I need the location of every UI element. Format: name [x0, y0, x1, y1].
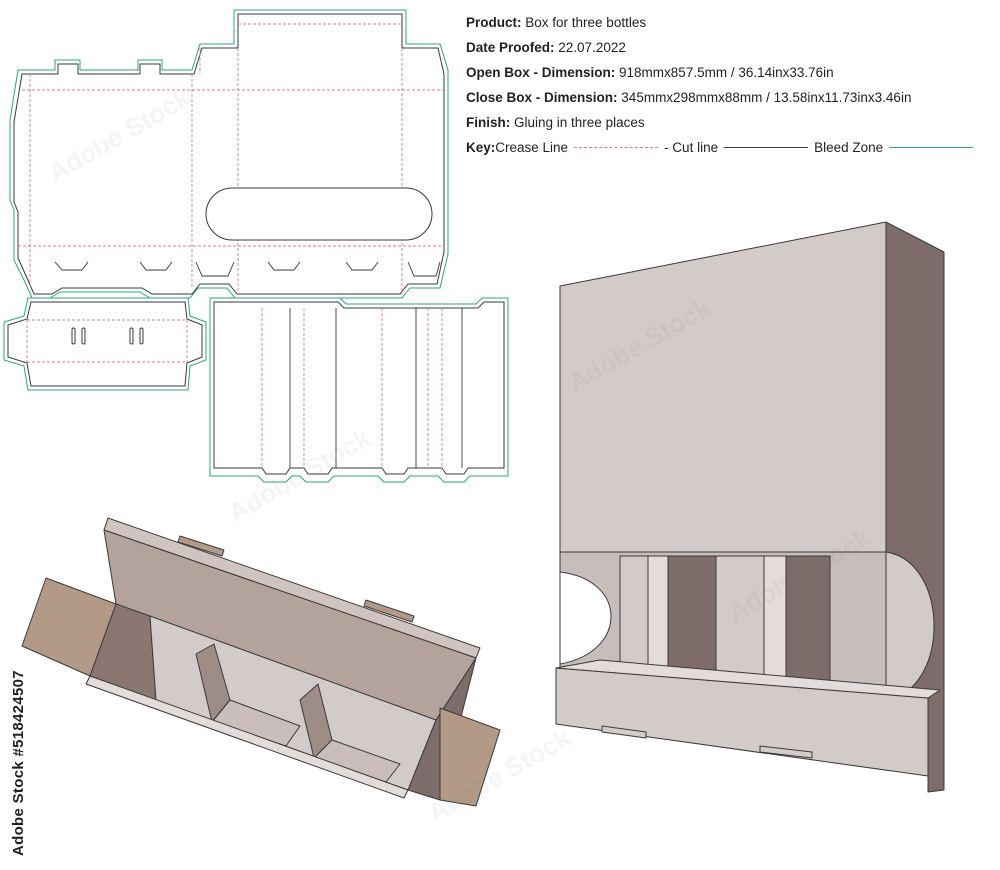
slot-cutouts: [71, 327, 144, 345]
box-base-top: [555, 659, 941, 699]
insert-dieline: [209, 297, 509, 483]
open-dimension-label: Open Box - Dimension:: [466, 65, 616, 80]
finish-value: Gluing in three places: [514, 115, 645, 130]
stock-brand: Adobe Stock: [10, 761, 27, 856]
divider-1-light: [619, 555, 649, 677]
right-outer-flap: [439, 707, 501, 807]
finish-label: Finish:: [466, 115, 511, 130]
insert-cut-outline: [213, 301, 505, 475]
upper-bleed-outline: [9, 9, 449, 299]
close-dimension-row: Close Box - Dimension: 345mmx298mmx88mm …: [466, 85, 979, 110]
upper-notches: [54, 261, 441, 277]
open-dimension-row: Open Box - Dimension: 918mmx857.5mm / 36…: [466, 60, 979, 85]
key-cut-text: - Cut line: [664, 140, 719, 155]
upper-cut-outline: [13, 13, 445, 295]
insert-bleed-outline: [209, 297, 509, 483]
product-row: Product: Box for three bottles: [466, 10, 979, 35]
crease-line-swatch: [574, 147, 659, 148]
small-bleed-outline: [3, 297, 207, 391]
finish-row: Finish: Gluing in three places: [466, 110, 979, 135]
handle-cutout: [205, 187, 433, 241]
stock-id-label: Adobe Stock #518424507: [10, 670, 27, 856]
key-row: Key: Crease Line - Cut line Bleed Zone: [466, 135, 979, 160]
bleed-zone-swatch: [889, 147, 974, 148]
closed-box-mockup: [555, 221, 945, 793]
upper-crease-lines: [18, 23, 444, 294]
date-label: Date Proofed:: [466, 40, 555, 55]
lower-left-dieline: [3, 297, 207, 391]
open-box-mockup: [21, 517, 501, 807]
key-crease-text: Crease Line: [495, 140, 569, 155]
tray-bottom-strip: [85, 675, 409, 799]
box-front-panel: [559, 221, 887, 553]
open-dimension-value: 918mmx857.5mm / 36.14inx33.76in: [619, 65, 834, 80]
small-cut-outline: [7, 301, 203, 387]
stock-id: #518424507: [10, 670, 27, 757]
upper-dieline: [9, 9, 449, 299]
close-dimension-value: 345mmx298mmx88mm / 13.58inx11.73inx3.46i…: [621, 90, 912, 105]
divider-2-side: [763, 555, 787, 693]
cut-line-swatch: [724, 147, 809, 148]
product-value: Box for three bottles: [525, 15, 647, 30]
key-bleed-text: Bleed Zone: [814, 140, 884, 155]
product-label: Product:: [466, 15, 522, 30]
close-dimension-label: Close Box - Dimension:: [466, 90, 618, 105]
date-row: Date Proofed: 22.07.2022: [466, 35, 979, 60]
divider-2-dark: [785, 555, 831, 697]
box-left-cutout: [559, 571, 612, 665]
date-value: 22.07.2022: [558, 40, 626, 55]
divider-1-side: [647, 555, 669, 681]
divider-2-light: [715, 555, 765, 691]
key-label: Key:: [466, 140, 496, 155]
spec-block: Product: Box for three bottles Date Proo…: [466, 10, 979, 160]
